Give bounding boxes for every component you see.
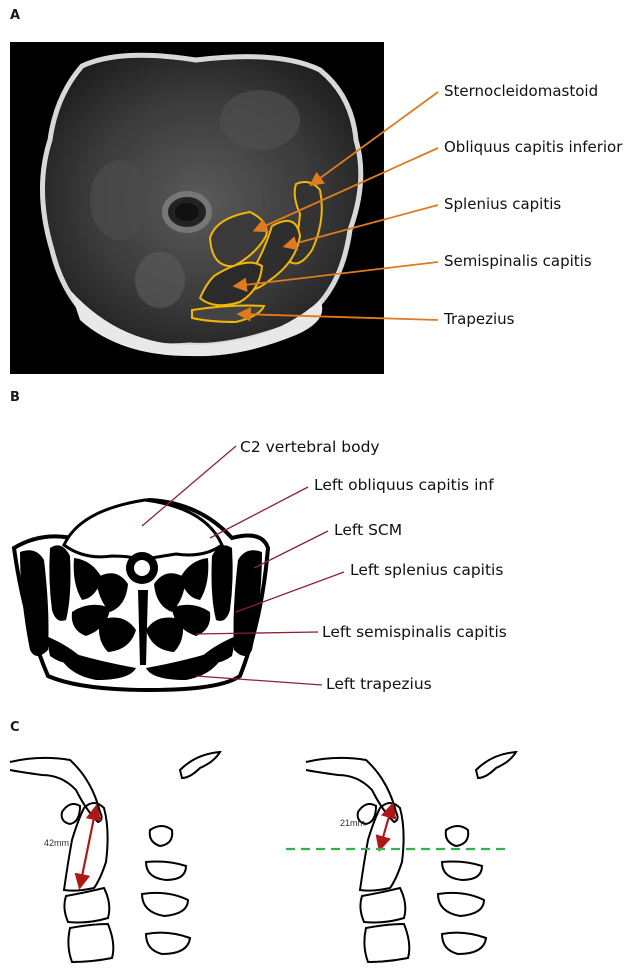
- measure-arrow-left-up: [80, 808, 96, 886]
- spine-sketch-right: [306, 752, 516, 962]
- spine-sketch-left: [10, 752, 220, 962]
- measure-label-right: 21mm: [340, 818, 365, 828]
- measure-label-left: 42mm: [44, 838, 69, 848]
